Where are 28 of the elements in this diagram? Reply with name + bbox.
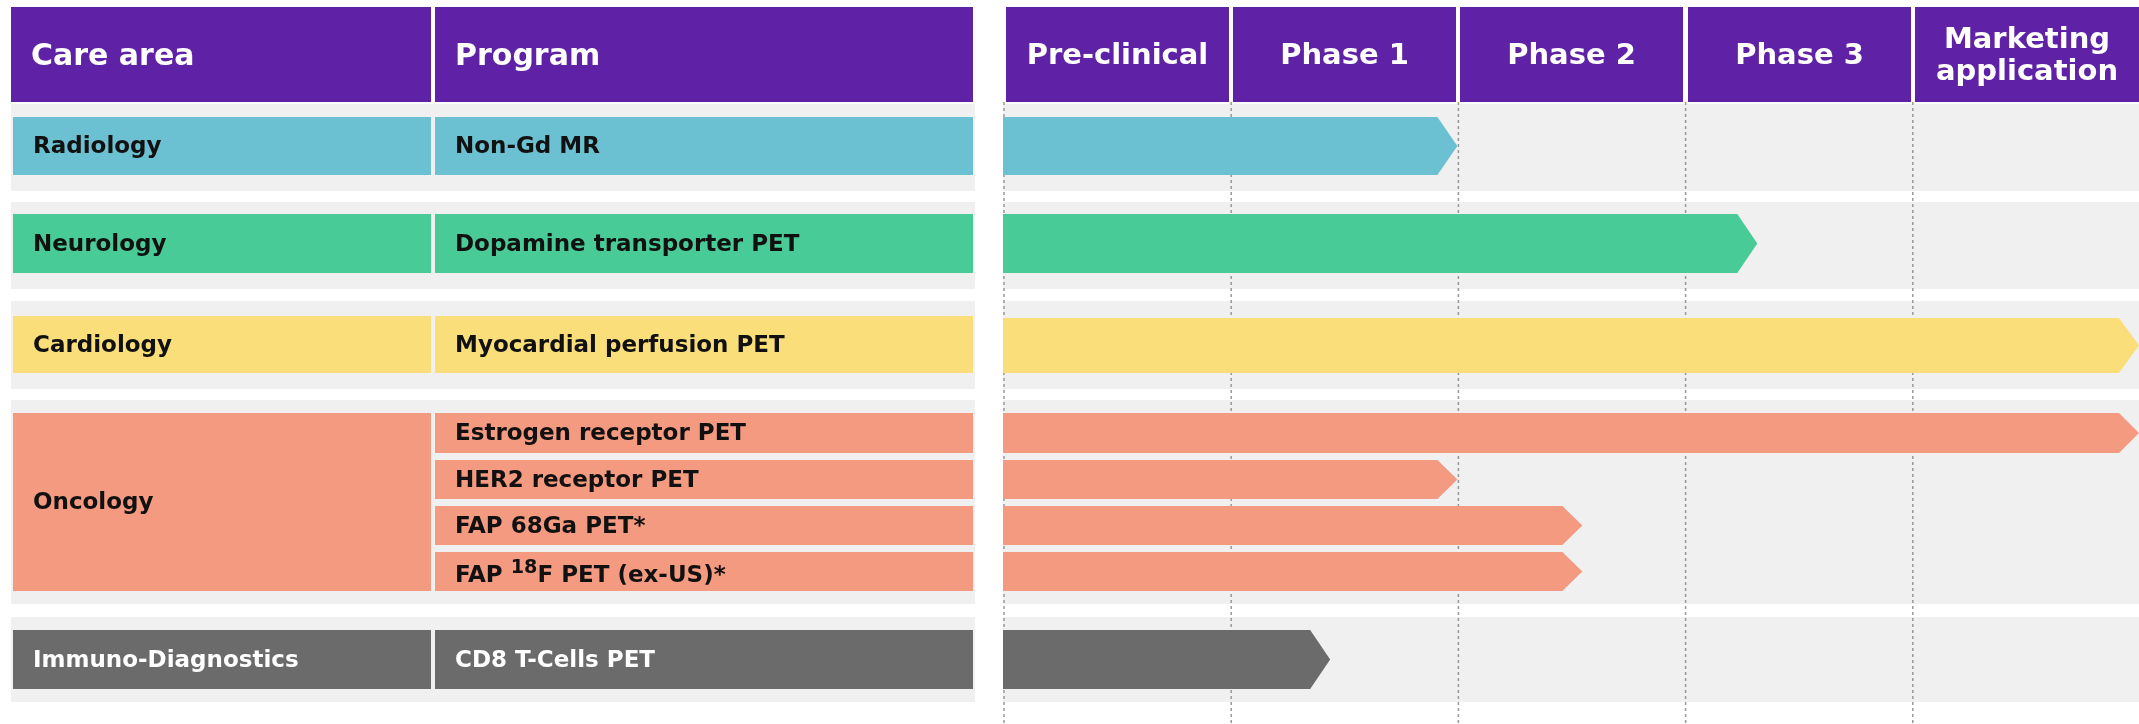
- column-header: Marketing application: [1915, 7, 2139, 102]
- care-area-cell: Cardiology: [13, 316, 431, 373]
- care-area-cell: Oncology: [13, 413, 431, 591]
- progress-bar: [1003, 413, 2139, 453]
- care-area-cell: Immuno-Diagnostics: [13, 630, 431, 689]
- program-cell: FAP $^{18}$F PET (ex-US)*: [435, 552, 973, 591]
- progress-bar: [1003, 630, 1331, 689]
- care-area-cell: Radiology: [13, 117, 431, 175]
- program-cell: Non-Gd MR: [435, 117, 973, 175]
- progress-bar: [1003, 506, 1583, 545]
- progress-bar: [1003, 552, 1583, 591]
- column-header: Care area: [11, 7, 431, 102]
- program-cell: CD8 T-Cells PET: [435, 630, 973, 689]
- progress-bar: [1003, 318, 2139, 373]
- program-cell: HER2 receptor PET: [435, 460, 973, 499]
- column-header: Phase 2: [1460, 7, 1683, 102]
- column-header: Program: [435, 7, 973, 102]
- program-cell: Dopamine transporter PET: [435, 214, 973, 273]
- column-header: Phase 1: [1233, 7, 1456, 102]
- program-cell: Myocardial perfusion PET: [435, 316, 973, 373]
- progress-bar: [1003, 117, 1458, 175]
- column-header: Pre-clinical: [1006, 7, 1229, 102]
- program-cell: Estrogen receptor PET: [435, 413, 973, 453]
- program-cell: FAP 68Ga PET*: [435, 506, 973, 545]
- column-header: Phase 3: [1688, 7, 1911, 102]
- progress-bar: [1003, 460, 1458, 499]
- progress-bar: [1003, 214, 1758, 273]
- care-area-cell: Neurology: [13, 214, 431, 273]
